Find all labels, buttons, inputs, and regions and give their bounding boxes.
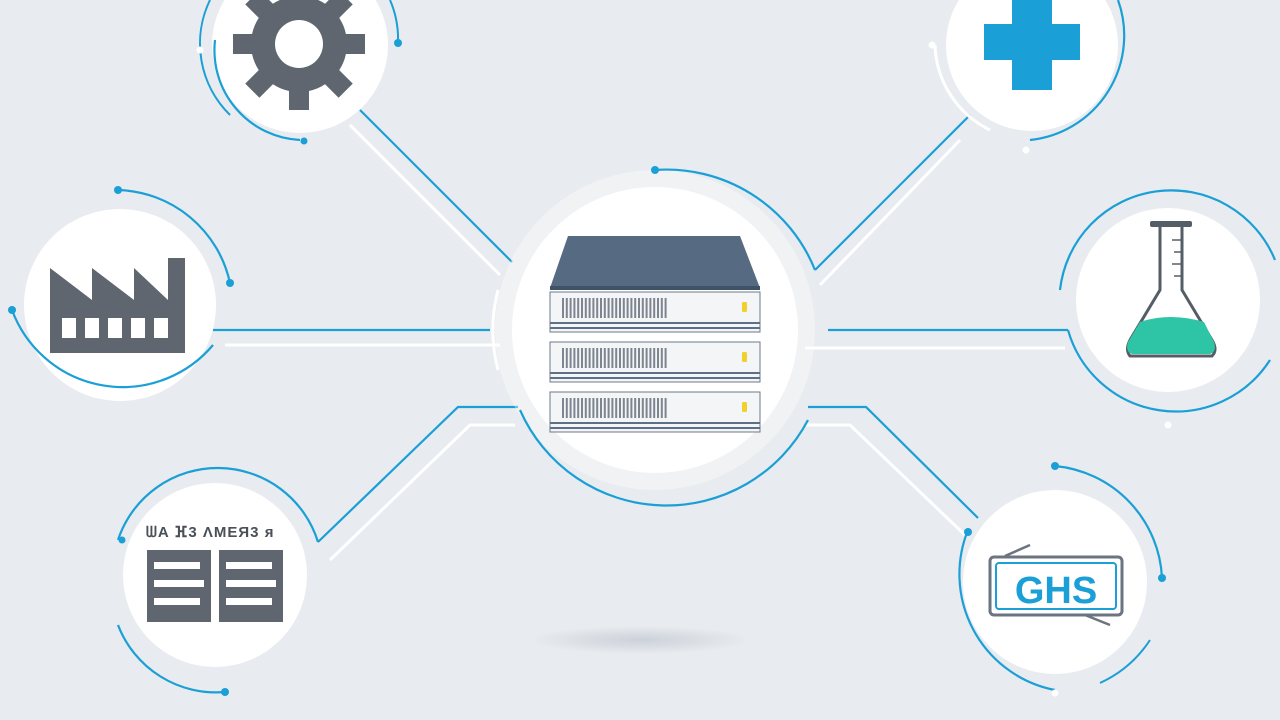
medical-cross-icon	[984, 0, 1080, 90]
ghs-label-icon: GHS	[988, 543, 1124, 627]
status-led	[742, 352, 747, 362]
server-unit	[549, 291, 761, 333]
status-led	[742, 302, 747, 312]
node-medical[interactable]	[928, 0, 1126, 154]
connectors-shadow	[225, 123, 1065, 562]
server-unit	[549, 341, 761, 383]
connectors	[213, 109, 1068, 543]
ghs-text: GHS	[1015, 570, 1097, 612]
status-led	[742, 402, 747, 412]
gear-icon	[233, 0, 365, 110]
node-manufacturing[interactable]	[8, 186, 234, 401]
node-ghs[interactable]: GHS	[958, 462, 1166, 697]
node-laboratory[interactable]	[1058, 189, 1277, 429]
floor-shadow	[530, 626, 750, 654]
connector-documents	[317, 405, 518, 543]
document-header-text: ᗯA ⴼ3 ɅMEЯ3 ᴙ	[146, 524, 274, 541]
node-documents[interactable]: ᗯA ⴼ3 ɅMEЯ3 ᴙ	[116, 466, 320, 696]
factory-icon	[50, 258, 185, 353]
server-rack-icon	[549, 236, 761, 433]
flask-icon	[1126, 221, 1217, 358]
server-unit	[549, 391, 761, 433]
node-settings[interactable]	[196, 0, 403, 145]
document-sheet-icon: ᗯA ⴼ3 ɅMEЯ3 ᴙ	[146, 524, 283, 622]
connector-medical	[814, 114, 971, 271]
connector-ghs	[808, 405, 979, 519]
connector-settings	[359, 109, 513, 263]
hub-orbit-arc	[654, 168, 817, 271]
hub-node[interactable]	[491, 166, 817, 507]
